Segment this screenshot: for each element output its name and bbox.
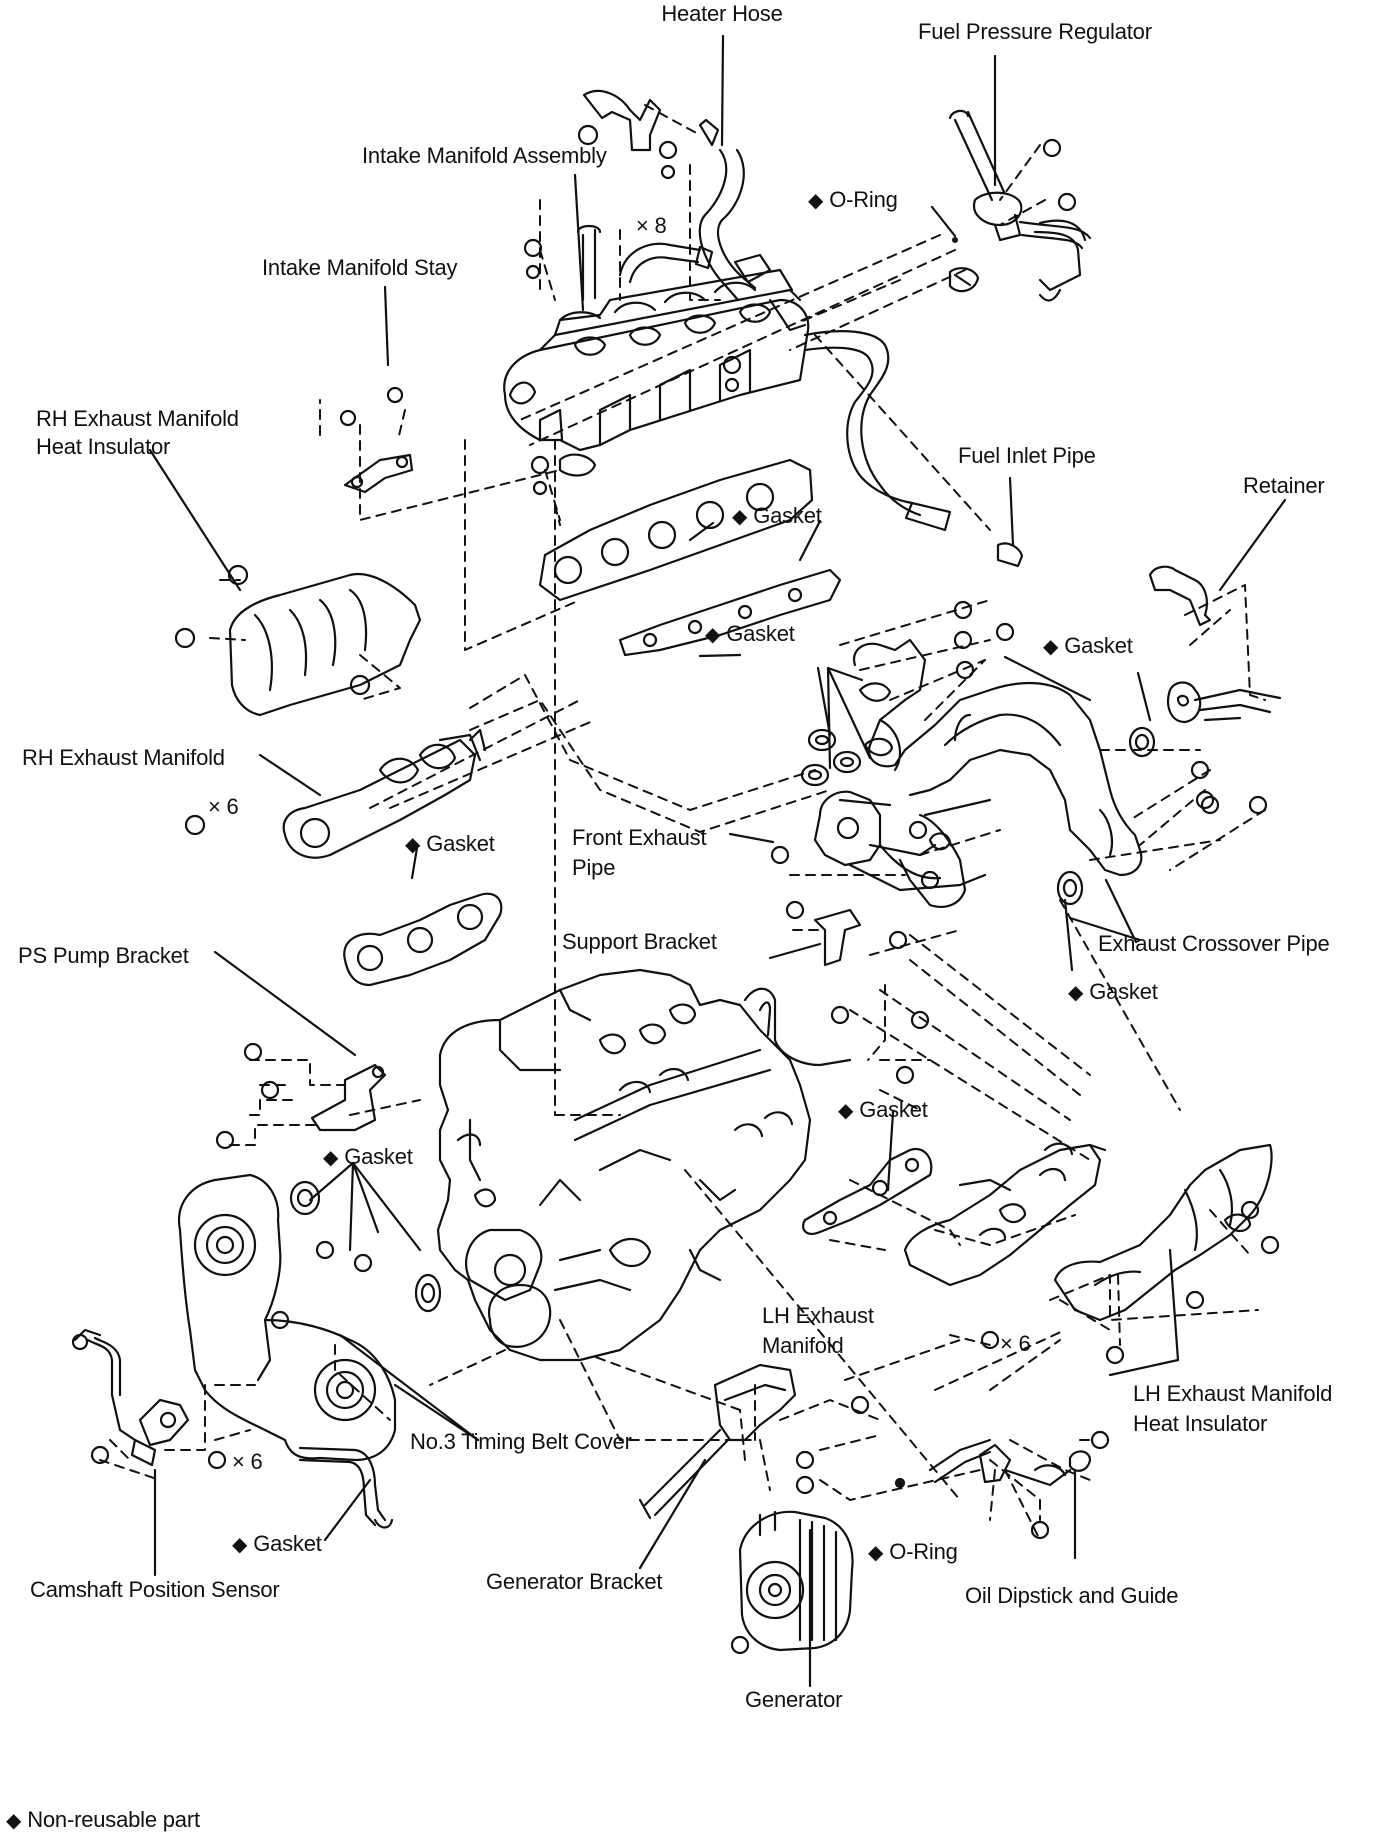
- non-reusable-diamond-icon: ◆: [1043, 636, 1059, 658]
- non-reusable-diamond-icon: ◆: [323, 1147, 339, 1169]
- label-times-6-lh: × 6: [1000, 1331, 1031, 1356]
- label-times-6-rh: × 6: [208, 794, 239, 819]
- o-ring-top-text: O-Ring: [829, 187, 898, 212]
- gasket-crossover-top-text: Gasket: [1064, 633, 1133, 658]
- label-lh-exhaust-manifold-heat-insulator-line2: Heat Insulator: [1133, 1411, 1268, 1436]
- o-ring-bottom-text: O-Ring: [889, 1539, 958, 1564]
- label-heater-hose: Heater Hose: [661, 1, 783, 26]
- generator-bracket-shape: [638, 1363, 797, 1520]
- label-gasket-rh: ◆Gasket: [405, 830, 495, 859]
- non-reusable-diamond-icon: ◆: [232, 1534, 248, 1556]
- lh-exhaust-gasket-shape: [802, 1147, 933, 1235]
- assembly-dash-lines: [99, 104, 1266, 1541]
- label-o-ring-top: ◆O-Ring: [808, 186, 898, 215]
- label-intake-manifold-assembly: Intake Manifold Assembly: [362, 143, 607, 168]
- label-gasket-intake-2: ◆Gasket: [705, 620, 795, 649]
- label-lh-exhaust-manifold-line2: Manifold: [762, 1333, 844, 1358]
- ps-pump-bracket-shape: [310, 1063, 387, 1132]
- label-gasket-timing: ◆Gasket: [323, 1143, 413, 1172]
- label-lh-exhaust-manifold-line1: LH Exhaust: [762, 1303, 874, 1328]
- intake-manifold-assembly-shape: [503, 224, 810, 477]
- label-gasket-lh: ◆Gasket: [838, 1096, 928, 1125]
- support-bracket-shape: [813, 908, 862, 967]
- label-lh-exhaust-manifold-heat-insulator-line1: LH Exhaust Manifold: [1133, 1381, 1333, 1406]
- label-gasket-crossover-bottom: ◆Gasket: [1068, 978, 1158, 1007]
- label-oil-dipstick-and-guide: Oil Dipstick and Guide: [965, 1583, 1179, 1608]
- label-times-6-cover: × 6: [232, 1449, 263, 1474]
- label-exhaust-crossover-pipe: Exhaust Crossover Pipe: [1098, 931, 1330, 956]
- heater-hose-shape: [582, 89, 772, 302]
- gasket-crossover-bottom-text: Gasket: [1089, 979, 1158, 1004]
- gasket-lh-text: Gasket: [859, 1097, 928, 1122]
- label-gasket-crossover-top: ◆Gasket: [1043, 632, 1133, 661]
- label-o-ring-bottom: ◆O-Ring: [868, 1538, 958, 1567]
- round-gaskets: [289, 726, 1156, 1313]
- intake-gasket-2-shape: [618, 568, 842, 657]
- generator-shape: [738, 1510, 854, 1652]
- dipstick-pipe-small-shape: [298, 1446, 394, 1529]
- gasket-intake-2-text: Gasket: [726, 621, 795, 646]
- fuel-pressure-regulator-shape: [948, 109, 1092, 302]
- label-ps-pump-bracket: PS Pump Bracket: [18, 943, 189, 968]
- fuel-inlet-pipe-shape: [803, 330, 1024, 568]
- non-reusable-diamond-icon: ◆: [868, 1542, 884, 1564]
- gasket-timing-text: Gasket: [344, 1144, 413, 1169]
- gasket-intake-1-text: Gasket: [753, 503, 822, 528]
- label-fuel-pressure-regulator: Fuel Pressure Regulator: [918, 19, 1152, 44]
- front-exhaust-and-crossover-pipe-shape: [852, 638, 1282, 908]
- label-rh-exhaust-manifold-heat-insulator-line2: Heat Insulator: [36, 434, 171, 459]
- non-reusable-diamond-icon: ◆: [1068, 982, 1084, 1004]
- engine-block-shape: [436, 968, 852, 1362]
- timing-belt-cover-shape: [177, 1173, 397, 1462]
- lh-exhaust-manifold-shape: [903, 1142, 1107, 1287]
- non-reusable-diamond-icon: ◆: [838, 1100, 854, 1122]
- label-support-bracket: Support Bracket: [562, 929, 717, 954]
- oil-dipstick-and-guide-shape: [894, 1438, 1092, 1489]
- non-reusable-diamond-icon: ◆: [405, 834, 421, 856]
- label-gasket-intake-1: ◆Gasket: [732, 502, 822, 531]
- gasket-rh-text: Gasket: [426, 831, 495, 856]
- camshaft-position-sensor-shape: [73, 1328, 190, 1467]
- label-rh-exhaust-manifold: RH Exhaust Manifold: [22, 745, 225, 770]
- rh-exhaust-gasket-shape: [343, 892, 503, 987]
- label-generator-bracket: Generator Bracket: [486, 1569, 663, 1594]
- non-reusable-diamond-icon: ◆: [808, 190, 824, 212]
- label-gasket-cam: ◆Gasket: [232, 1530, 322, 1559]
- label-front-exhaust-pipe-line1: Front Exhaust: [572, 825, 707, 850]
- o-ring-marks: [897, 237, 958, 1486]
- fasteners: [71, 124, 1280, 1655]
- rh-exhaust-manifold-heat-insulator-shape: [228, 572, 422, 717]
- label-times-8: × 8: [636, 213, 667, 238]
- non-reusable-diamond-icon: ◆: [732, 506, 748, 528]
- rh-exhaust-manifold-shape: [282, 728, 487, 859]
- legend: ◆Non-reusable part: [6, 1806, 200, 1835]
- label-generator: Generator: [745, 1687, 843, 1712]
- label-intake-manifold-stay: Intake Manifold Stay: [262, 255, 458, 280]
- leader-lines: [148, 34, 1287, 1688]
- label-front-exhaust-pipe-line2: Pipe: [572, 855, 616, 880]
- label-no3-timing-belt-cover: No.3 Timing Belt Cover: [410, 1429, 632, 1454]
- lh-exhaust-manifold-heat-insulator-shape: [1053, 1143, 1273, 1322]
- intake-gasket-1-shape: [538, 458, 814, 602]
- gasket-cam-text: Gasket: [253, 1531, 322, 1556]
- retainer-shape: [1148, 565, 1212, 627]
- label-rh-exhaust-manifold-heat-insulator-line1: RH Exhaust Manifold: [36, 406, 239, 431]
- legend-text: Non-reusable part: [27, 1807, 200, 1832]
- label-retainer: Retainer: [1243, 473, 1325, 498]
- legend-diamond-icon: ◆: [6, 1810, 22, 1832]
- label-fuel-inlet-pipe: Fuel Inlet Pipe: [958, 443, 1096, 468]
- intake-manifold-stay-shape: [343, 453, 414, 494]
- non-reusable-diamond-icon: ◆: [705, 624, 721, 646]
- label-camshaft-position-sensor: Camshaft Position Sensor: [30, 1577, 280, 1602]
